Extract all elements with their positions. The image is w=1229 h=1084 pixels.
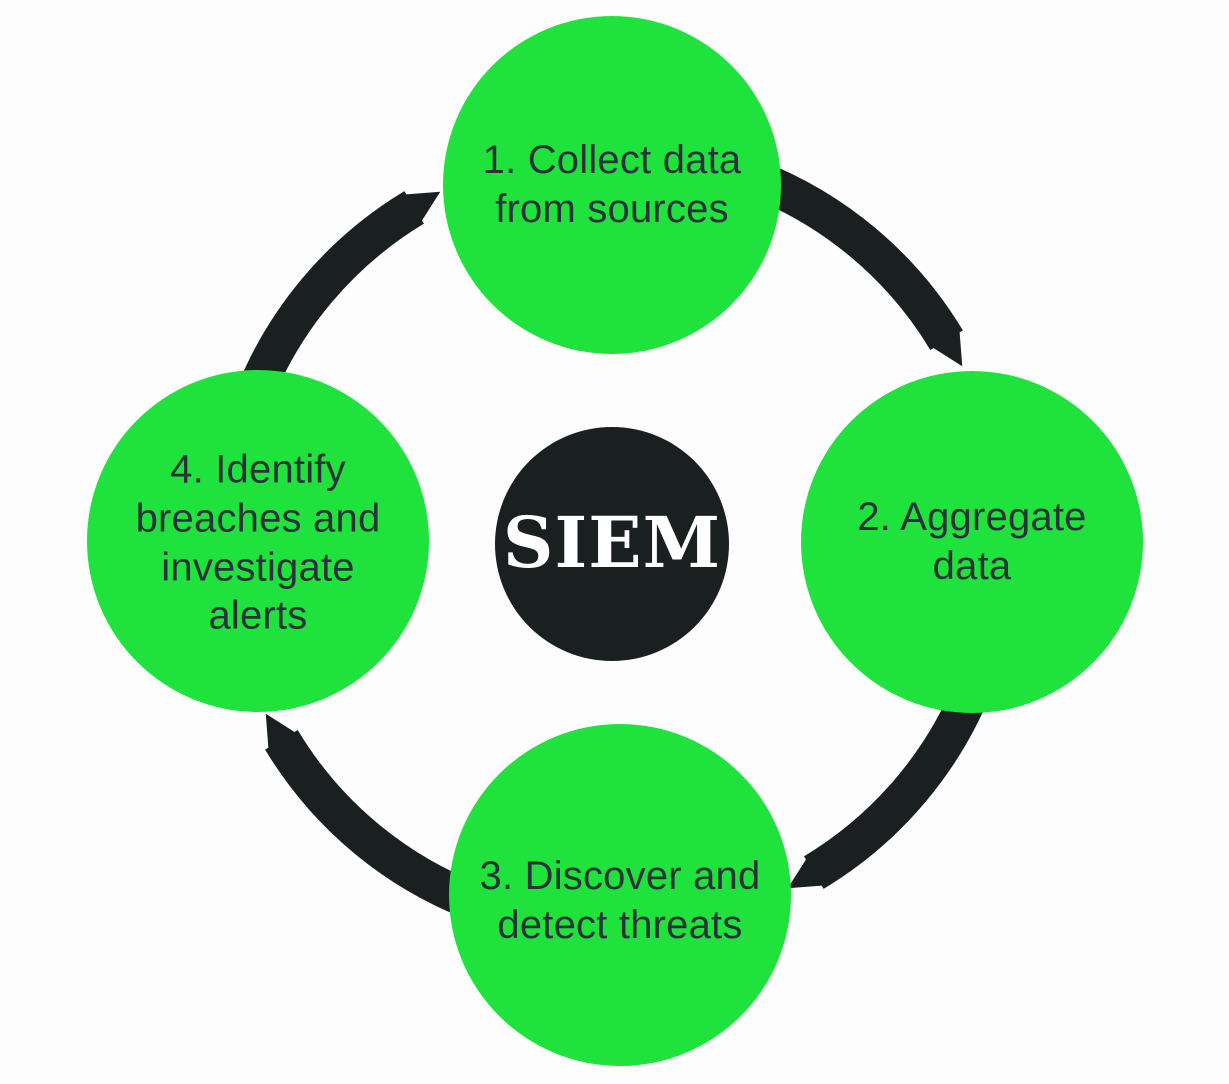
step-circle-top bbox=[443, 16, 781, 354]
step-circle-left bbox=[87, 370, 429, 712]
step-label-3: 3. Discover and detect threats bbox=[479, 854, 761, 947]
step-label-4: 4. Identify breaches and investigate ale… bbox=[135, 447, 381, 638]
step-circle-right bbox=[801, 371, 1143, 713]
arc-step1-to-step2-icon bbox=[746, 160, 963, 367]
siem-label: SIEM bbox=[502, 501, 722, 585]
arc-step3-to-step4-icon bbox=[265, 713, 482, 920]
step-label-1: 1. Collect data from sources bbox=[482, 138, 742, 231]
step-label-2: 2. Aggregate data bbox=[857, 495, 1087, 588]
siem-center-circle bbox=[495, 427, 729, 661]
step-circle-bottom bbox=[449, 724, 791, 1066]
